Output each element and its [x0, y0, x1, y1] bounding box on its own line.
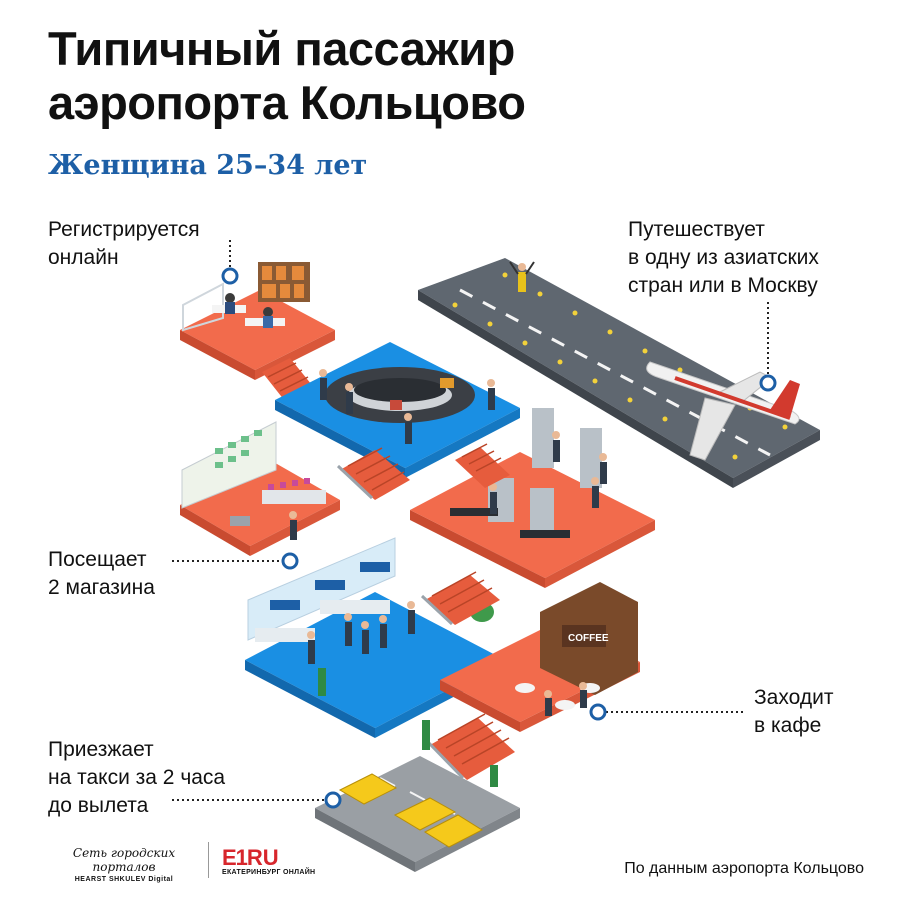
security-floor: [410, 408, 655, 588]
escalator-middle: [420, 571, 500, 626]
logo-e1-subtitle: ЕКАТЕРИНБУРГ ОНЛАЙН: [222, 869, 316, 876]
logo1-line2: HEARST SHKULEV Digital: [74, 876, 174, 883]
shop-floor: [180, 421, 340, 556]
logo-e1-mark: E1: [222, 845, 248, 870]
logo-divider: [208, 842, 209, 878]
logo-e1: E1RU ЕКАТЕРИНБУРГ ОНЛАЙН: [222, 845, 315, 876]
annotation-travel-destination: Путешествует в одну из азиатских стран и…: [628, 218, 819, 297]
checkin-counters-floor: [245, 537, 505, 738]
escalator-lower: [422, 713, 515, 787]
cafe-floor: COFFEE: [440, 582, 640, 732]
annotation-register-online: Регистрируется онлайн: [48, 218, 200, 269]
coffee-sign: COFFEE: [568, 633, 609, 644]
airplane: [646, 361, 800, 461]
subtitle: Женщина 25–34 лет: [48, 150, 368, 181]
title-line-2: аэропорта Кольцово: [48, 76, 526, 129]
escalator-upper: [336, 447, 410, 500]
logo1-line1: Сеть городских порталов: [72, 846, 176, 874]
annotation-arrives-taxi: Приезжает на такси за 2 часа до вылета: [48, 738, 226, 817]
marker-taxi: [172, 791, 342, 809]
marker-cafe: [589, 703, 745, 721]
infographic-title: Типичный пассажир аэропорта Кольцово: [48, 22, 526, 130]
checkin-office-floor: [180, 262, 335, 380]
annotation-visits-cafe: Заходит в кафе: [754, 686, 834, 737]
baggage-claim-floor: [275, 342, 520, 478]
logo-city-portals-network: Сеть городских порталов HEARST SHKULEV D…: [48, 846, 200, 883]
logo-ru-mark: RU: [246, 845, 279, 870]
annotation-visits-shops: Посещает 2 магазина: [48, 548, 155, 599]
title-line-1: Типичный пассажир: [48, 22, 515, 75]
taxi-parking: [315, 756, 520, 872]
data-source-note: По данным аэропорта Кольцово: [624, 860, 864, 877]
marker-register: [221, 240, 239, 285]
marker-travel: [759, 302, 777, 392]
marker-shops: [172, 552, 299, 570]
staircase-middle: [455, 443, 510, 488]
